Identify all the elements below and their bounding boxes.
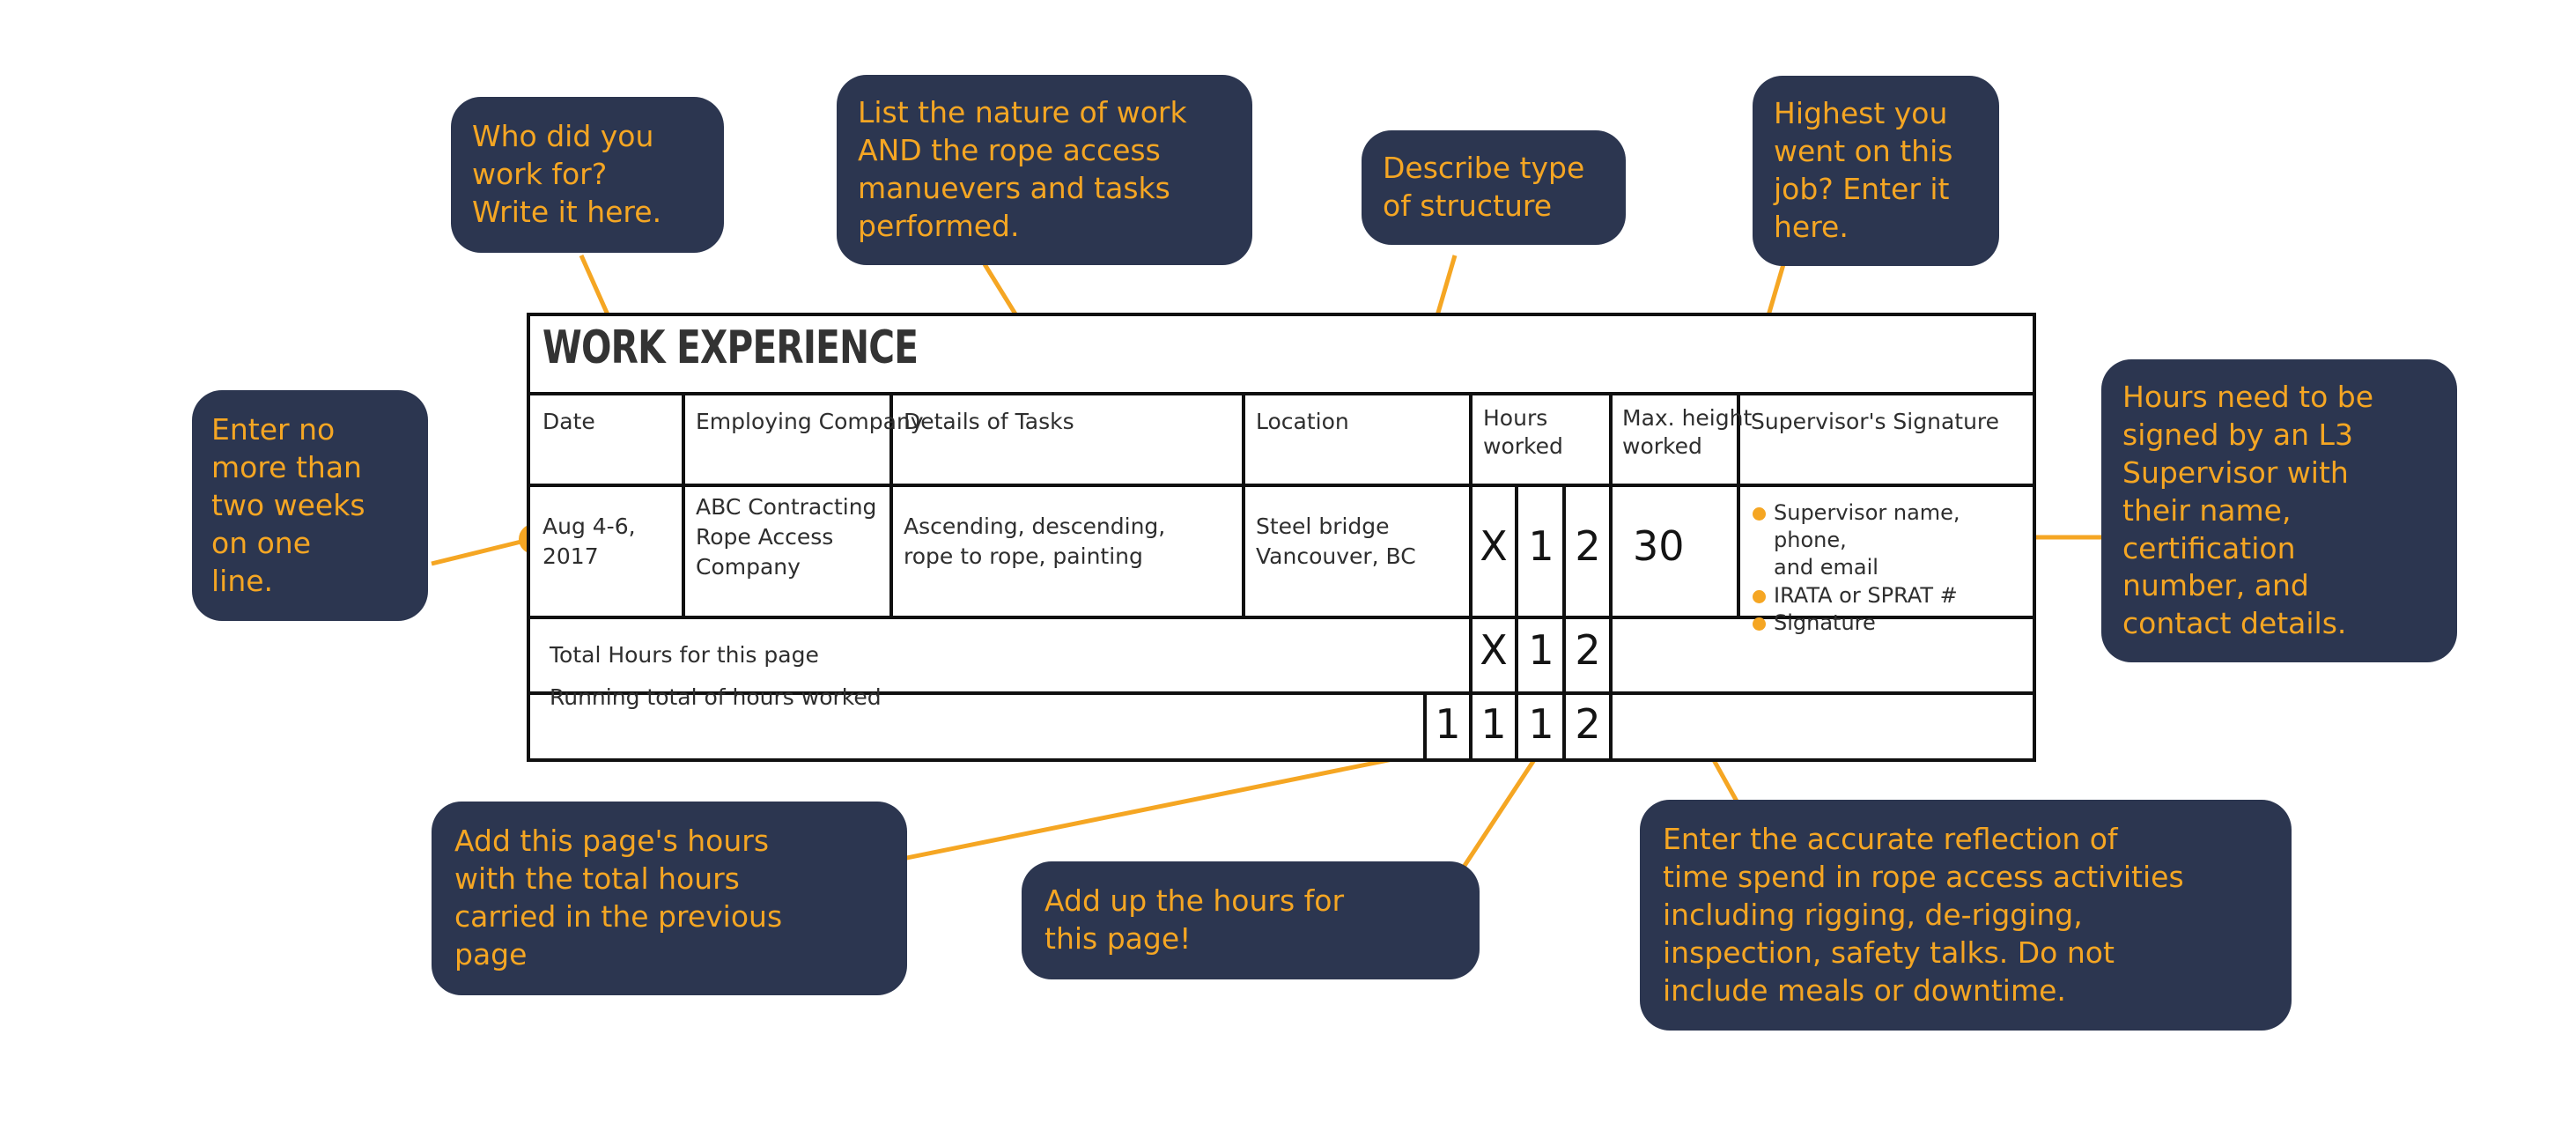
col-rule-hours-b [1562, 484, 1566, 616]
running-digit-4: 2 [1575, 700, 1601, 748]
callout-highest-you-went: Highest you went on this job? Enter it h… [1753, 76, 1999, 266]
cell-date: Aug 4-6, 2017 [543, 513, 636, 569]
callout-list-nature-of-work: List the nature of work AND the rope acc… [837, 75, 1252, 265]
work-experience-table: WORK EXPERIENCE Date Employing Company D… [527, 313, 2036, 762]
header-tasks: Details of Tasks [904, 409, 1074, 434]
col-rule-company [889, 392, 893, 616]
total-rule-left [1469, 616, 1473, 691]
total-rule-c [1609, 616, 1613, 691]
callout-hours-signed-by-l3: Hours need to be signed by an L3 Supervi… [2101, 359, 2457, 663]
cell-hours-digit-2: 1 [1528, 522, 1554, 570]
total-rule-a [1515, 616, 1518, 691]
callout-add-page-hours-to-total: Add this page's hours with the total hou… [432, 802, 907, 995]
leader-line-page-total-carry [880, 742, 1467, 866]
cell-hours-digit-1: X [1480, 522, 1508, 570]
running-digit-3: 1 [1528, 700, 1554, 748]
supervisor-bullet-2: IRATA or SPRAT # [1751, 582, 2015, 610]
col-rule-maxheight [1737, 392, 1740, 616]
cell-location: Steel bridge Vancouver, BC [1256, 513, 1416, 569]
total-digit-3: 2 [1575, 626, 1601, 674]
rule-below-title [530, 392, 2033, 395]
rule-below-headers [530, 484, 2033, 487]
running-digit-2: 1 [1480, 700, 1507, 748]
cell-company: ABC Contracting Rope Access Company [696, 494, 877, 580]
callout-who-did-you-work-for: Who did you work for? Write it here. [451, 97, 724, 253]
supervisor-bullet-3: Signature [1751, 610, 2015, 637]
header-max-height: Max. height worked [1622, 405, 1753, 459]
running-digit-1: 1 [1435, 700, 1461, 748]
running-rule-d [1609, 691, 1613, 762]
total-rule-b [1562, 616, 1566, 691]
header-hours: Hours worked [1483, 405, 1563, 459]
rule-below-total [530, 691, 2033, 695]
running-rule-b [1515, 691, 1518, 762]
running-rule-c [1562, 691, 1566, 762]
label-total-hours: Total Hours for this page [550, 642, 819, 668]
page-title: WORK EXPERIENCE [543, 321, 919, 374]
header-location: Location [1256, 409, 1349, 434]
callout-add-up-hours-this-page: Add up the hours for this page! [1022, 861, 1480, 979]
cell-max-height: 30 [1633, 522, 1685, 570]
total-digit-1: X [1480, 626, 1508, 674]
supervisor-bullet-1: Supervisor name, phone, and email [1751, 499, 2015, 582]
callout-describe-type-of-structure: Describe type of structure [1362, 130, 1626, 245]
header-date: Date [543, 409, 595, 434]
running-rule-a [1469, 691, 1473, 762]
label-running-total: Running total of hours worked [550, 684, 882, 710]
header-company: Employing Company [696, 409, 924, 434]
rule-below-entry [530, 616, 2033, 619]
total-digit-2: 1 [1528, 626, 1554, 674]
cell-tasks: Ascending, descending, rope to rope, pai… [904, 513, 1166, 569]
running-rule-left [1423, 691, 1427, 762]
callout-accurate-reflection-of-time: Enter the accurate reflection of time sp… [1640, 800, 2292, 1031]
col-rule-hours-a [1515, 484, 1518, 616]
header-supervisor: Supervisor's Signature [1751, 409, 2000, 434]
col-rule-tasks [1242, 392, 1245, 616]
cell-supervisor-bullets: Supervisor name, phone, and email IRATA … [1751, 499, 2015, 637]
col-rule-date [682, 392, 685, 616]
callout-enter-no-more-than-two-weeks: Enter no more than two weeks on one line… [192, 390, 428, 622]
col-rule-location [1469, 392, 1473, 616]
col-rule-hours-c [1609, 392, 1613, 616]
cell-hours-digit-3: 2 [1575, 522, 1601, 570]
